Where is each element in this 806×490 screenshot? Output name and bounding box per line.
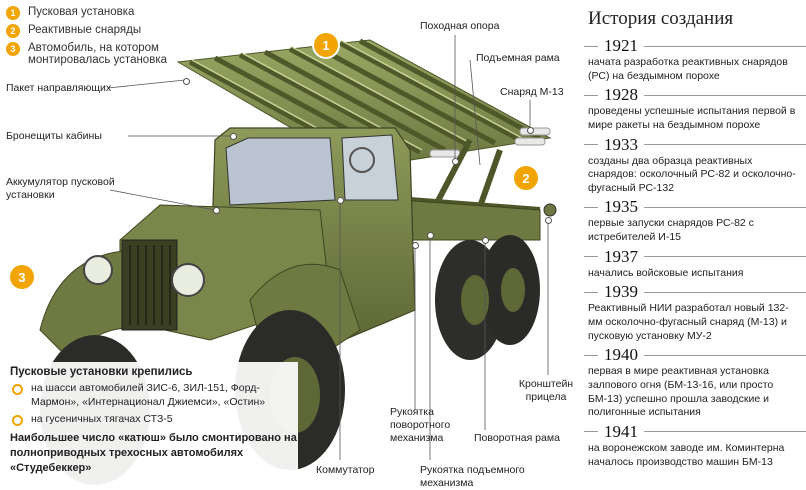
info-bullet: на шасси автомобилей ЗИС-6, ЗИЛ-151, Фор… [12, 382, 298, 409]
history-text: первая в мире реактивная установка залпо… [588, 365, 774, 419]
info-bullet-text: на гусеничных тягачах СТЗ-5 [31, 413, 173, 426]
callout-battery: Аккумулятор пусковой установки [6, 176, 115, 202]
history-year-row: 1940 [582, 345, 806, 365]
callout-dot [412, 242, 419, 249]
callout-travel-support: Походная опора [420, 20, 500, 32]
callout-cab-armor: Бронещиты кабины [6, 130, 102, 142]
marker-2-rockets: 2 [514, 166, 538, 190]
history-year-row: 1937 [582, 247, 806, 267]
legend-item-label: Реактивные снаряды [28, 24, 142, 36]
history-text: на воронежском заводе им. Коминтерна нач… [588, 441, 785, 468]
callout-dot [213, 207, 220, 214]
callout-dot [452, 158, 459, 165]
history-year: 1937 [604, 246, 638, 266]
history-year: 1941 [604, 421, 638, 441]
legend: 1 Пусковая установка 2 Реактивные снаряд… [6, 6, 306, 70]
history-year: 1935 [604, 197, 638, 217]
history-text: проведены успешные испытания первой в ми… [588, 105, 796, 131]
history-text: начались войсковые испытания [588, 266, 744, 279]
legend-item-label: Пусковая установка [28, 6, 135, 18]
info-bullet: на гусеничных тягачах СТЗ-5 [12, 413, 298, 427]
info-bullet-text: на шасси автомобилей ЗИС-6, ЗИЛ-151, Фор… [31, 382, 266, 408]
callout-dot [545, 217, 552, 224]
history-year-row: 1939 [582, 282, 806, 302]
history-year: 1921 [604, 36, 638, 55]
callout-dot [337, 197, 344, 204]
callout-lifting-frame: Подъемная рама [476, 52, 560, 64]
history-year: 1940 [604, 345, 638, 365]
bullet-ring-icon [12, 384, 23, 395]
history-year: 1928 [604, 85, 638, 105]
info-heading: Пусковые установки крепились [10, 366, 193, 378]
legend-number-badge: 2 [6, 24, 20, 38]
headlight-right [171, 263, 205, 297]
legend-item-vehicle: 3 Автомобиль, на котором монтировалась у… [6, 42, 176, 66]
legend-number-badge: 3 [6, 42, 20, 56]
history-year-row: 1935 [582, 197, 806, 217]
callout-dot [183, 78, 190, 85]
history-text: Реактивный НИИ разработал новый 132-мм о… [588, 302, 789, 342]
callout-dot [230, 133, 237, 140]
callout-rail-package: Пакет направляющих [6, 82, 112, 94]
marker-3-vehicle: 3 [10, 265, 34, 289]
callout-switch: Коммутатор [316, 464, 375, 476]
history-year: 1933 [604, 134, 638, 154]
callout-sight-bracket: Кронштейн прицела [518, 378, 574, 404]
bullet-ring-icon [12, 415, 23, 427]
callout-rocket-m13: Снаряд М-13 [500, 86, 564, 98]
history-text: созданы два образца реактивных снарядов:… [588, 154, 796, 194]
info-bold-note: Наибольшее число «катюш» было смонтирова… [10, 431, 297, 474]
leader-lines [107, 35, 549, 460]
legend-item-label: Автомобиль, на котором монтировалась уст… [28, 42, 167, 66]
callout-lift-handle: Рукоятка подъемного механизма [420, 464, 525, 490]
legend-number-badge: 1 [6, 6, 20, 20]
info-box: Пусковые установки крепились на шасси ав… [6, 362, 298, 490]
katyusha-truck-illustration [39, 35, 557, 485]
history-year-row: 1933 [582, 135, 806, 155]
history-year-row: 1941 [582, 422, 806, 442]
marker-1-launcher: 1 [314, 33, 338, 57]
callout-turntable: Поворотная рама [474, 432, 560, 444]
callout-dot [427, 232, 434, 239]
callout-rotation-handle: Рукоятка поворотного механизма [390, 406, 451, 445]
history-year-row: 1928 [582, 85, 806, 105]
history-panel: История создания 1921 начата разработка … [582, 0, 806, 490]
headlight-left [83, 255, 113, 285]
history-title: История создания [588, 8, 734, 29]
radiator-grille [121, 239, 178, 331]
legend-item-launcher: 1 Пусковая установка [6, 6, 134, 20]
history-year: 1939 [604, 282, 638, 302]
history-year-row: 1921 [582, 36, 806, 56]
callout-dot [482, 237, 489, 244]
history-text: первые запуски снарядов РС-82 с истребит… [588, 217, 754, 244]
history-text: начата разработка реактивных снарядов (Р… [588, 56, 788, 82]
callout-dot [527, 127, 534, 134]
rear-wheels [435, 235, 540, 360]
legend-item-rockets: 2 Реактивные снаряды [6, 24, 141, 38]
